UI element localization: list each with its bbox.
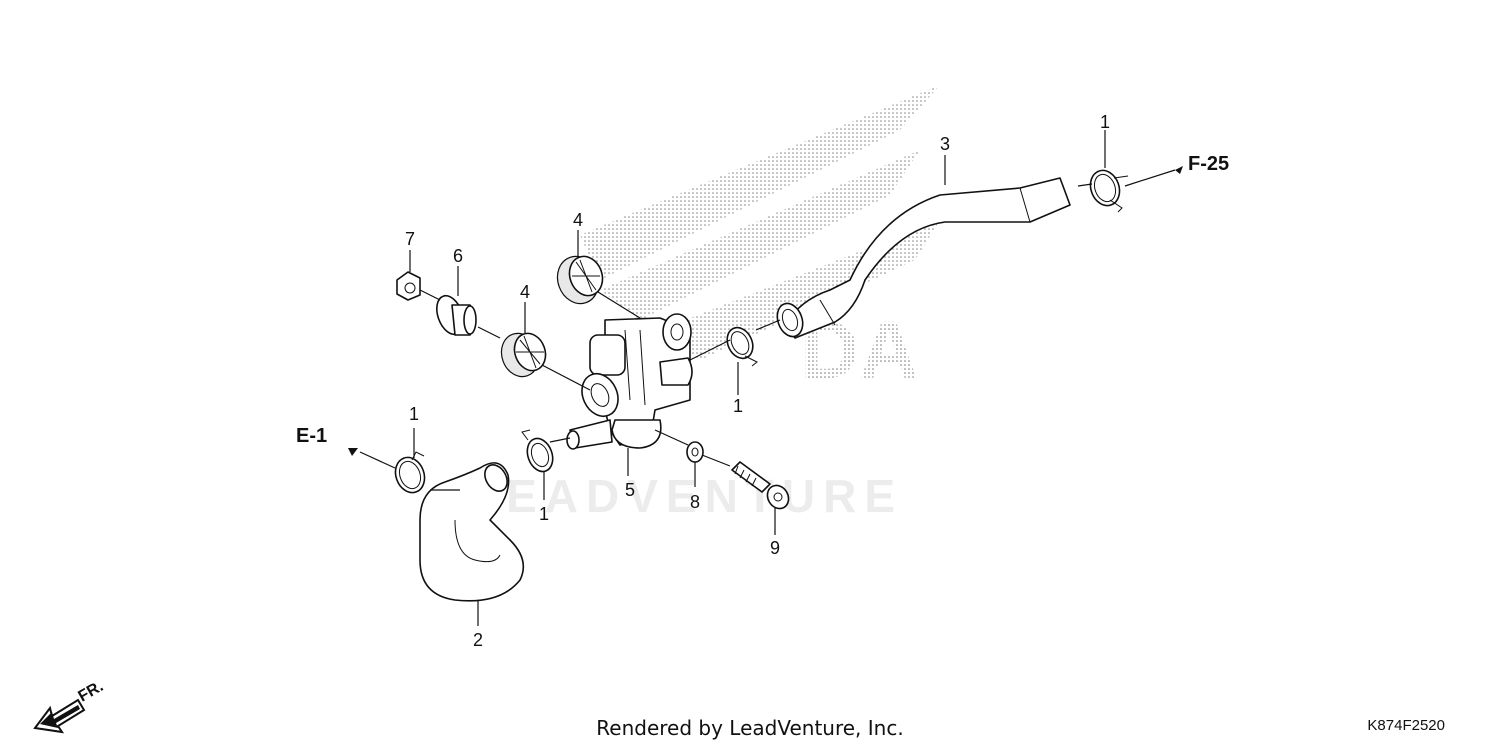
bolt[interactable] (731, 461, 793, 512)
callout-cap-nut[interactable]: 7 (405, 229, 415, 249)
front-direction-arrow-icon (33, 698, 86, 734)
callout-grommet-lower[interactable]: 4 (520, 282, 530, 302)
washer[interactable] (686, 441, 704, 463)
front-direction-label: FR. (76, 678, 107, 706)
reference-lower[interactable]: E-1 (296, 425, 327, 447)
callout-clamp-top-right[interactable]: 1 (1100, 112, 1110, 132)
air-valve[interactable] (566, 313, 693, 450)
clamp-middle[interactable] (722, 323, 758, 367)
callout-grommet-upper[interactable]: 4 (573, 210, 583, 230)
callout-hose-upper[interactable]: 3 (940, 134, 950, 154)
callout-valve[interactable]: 5 (625, 480, 635, 500)
diagram-code: K874F2520 (1367, 717, 1445, 734)
callout-clamp-lower[interactable]: 1 (539, 504, 549, 524)
collar[interactable] (432, 292, 477, 338)
reference-upper[interactable]: F-25 (1188, 153, 1229, 175)
callout-clamp-middle[interactable]: 1 (733, 396, 743, 416)
callout-collar[interactable]: 6 (453, 246, 463, 266)
cap-nut[interactable] (396, 271, 421, 301)
grommet-lower[interactable] (496, 328, 551, 382)
clamp-top-right[interactable] (1086, 166, 1129, 213)
callout-hose-lower[interactable]: 2 (473, 630, 483, 650)
callout-washer[interactable]: 8 (690, 492, 700, 512)
reference-arrow-icon (348, 166, 1183, 456)
leader-lines (359, 130, 1176, 626)
callout-clamp-left[interactable]: 1 (409, 404, 419, 424)
footer-credit: Rendered by LeadVenture, Inc. (596, 716, 904, 740)
hose-lower[interactable] (419, 461, 525, 602)
clamp-lower[interactable] (521, 429, 557, 475)
hose-upper[interactable] (773, 177, 1071, 340)
clamp-left[interactable] (391, 451, 430, 497)
callout-bolt[interactable]: 9 (770, 538, 780, 558)
grommet-upper[interactable] (551, 251, 608, 310)
watermark-brand: LEADVENTURE (470, 470, 903, 522)
